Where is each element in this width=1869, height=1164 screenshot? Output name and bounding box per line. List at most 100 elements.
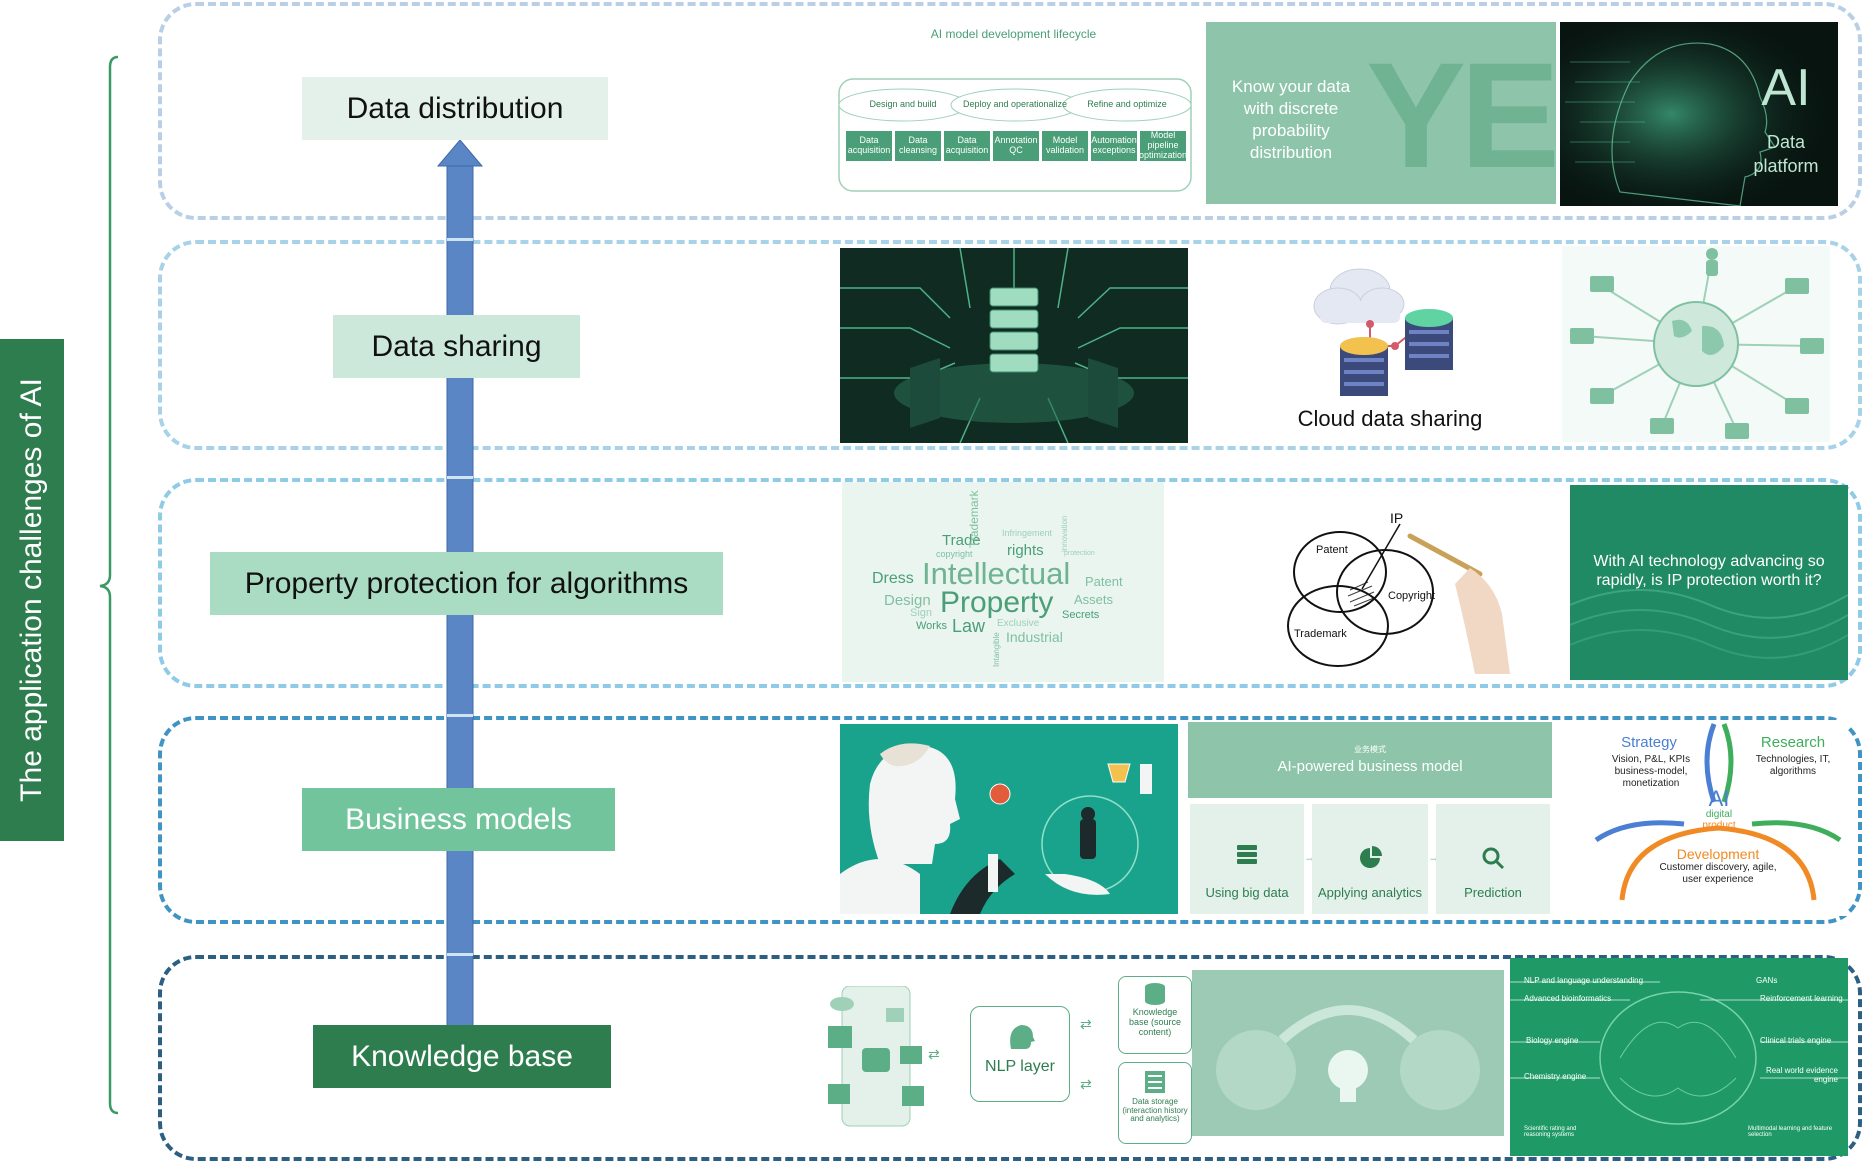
wordcloud-word: Works: [916, 620, 947, 632]
wordcloud-word: Intangible: [992, 632, 1001, 667]
curly-bracket: [99, 55, 119, 1115]
bulb-panel: [1192, 970, 1504, 1136]
venn-copyright: Copyright: [1388, 590, 1436, 602]
yes-panel-text: Know your data with discrete probability…: [1231, 77, 1351, 162]
wordcloud-word: Trademark: [967, 490, 981, 548]
ip-question-text: With AI technology advancing so rapidly,…: [1593, 553, 1825, 589]
ai-platform-big: AI: [1761, 59, 1811, 117]
robot-panel: [840, 724, 1178, 914]
row-frame-data-distribution: [158, 2, 1862, 220]
lifecycle-panel: AI model development lifecycle Design an…: [825, 15, 1202, 210]
strategy-title: Strategy: [1621, 734, 1677, 751]
lifecycle-loop: [838, 78, 1192, 192]
wordcloud-word: Assets: [1074, 592, 1114, 607]
venn-ip: IP: [1390, 510, 1404, 526]
wordcloud-word: Secrets: [1062, 609, 1100, 621]
pie-chart-icon: [1358, 846, 1382, 873]
cloud-server-icon: [1313, 268, 1453, 396]
strategy-text: Vision, P&L, KPIs business-model, moneti…: [1611, 754, 1691, 789]
category-business-models: Business models: [302, 788, 615, 851]
venn-panel: IP Patent Copyright Trademark: [1280, 504, 1510, 674]
wordcloud-panel: Trade copyright rights Trademark Infring…: [842, 482, 1164, 682]
research-title: Research: [1760, 734, 1826, 751]
venn-trademark: Trademark: [1294, 628, 1347, 640]
brain-label-biology: Biology engine: [1526, 1036, 1579, 1045]
side-label: The application challenges of AI: [0, 339, 64, 841]
magnifier-icon: [1481, 846, 1505, 873]
database-icon: [1235, 842, 1259, 873]
wordcloud-word: Law: [952, 616, 986, 636]
brain-icon: [1510, 981, 1848, 1125]
lifecycle-box: Data cleansing: [895, 131, 941, 161]
ai-head-icon: [1560, 22, 1838, 206]
server-circuit-icon: [840, 248, 1188, 443]
lifecycle-box: Automation exceptions: [1091, 131, 1137, 161]
arrow-left-right-icon: ⇄: [1080, 1076, 1092, 1092]
lifecycle-box: Model validation: [1042, 131, 1088, 161]
step-applying-analytics: Applying analytics: [1312, 804, 1428, 914]
brain-label-bioinformatics: Advanced bioinformatics: [1524, 994, 1612, 1003]
step-prediction: Prediction: [1436, 804, 1550, 914]
row-frame-property-protection: [158, 478, 1862, 688]
business-model-panel: 业务模式 AI-powered business model Using big…: [1188, 722, 1552, 916]
robot-scientist-icon: [840, 743, 1152, 914]
wordcloud-word: Dress: [872, 570, 914, 587]
brain-label-gans: GANs: [1756, 976, 1778, 985]
digital-product-arcs: [1594, 723, 1842, 901]
server-icon: [1119, 1069, 1191, 1098]
arrow-left-right-icon: ⇄: [1080, 1016, 1092, 1032]
lifecycle-stage-2: Deploy and operationalize: [962, 99, 1068, 109]
database-icon: [1119, 983, 1191, 1008]
category-data-sharing: Data sharing: [333, 315, 580, 378]
research-text: Technologies, IT, algorithms: [1755, 754, 1831, 777]
lifecycle-stage-1: Design and build: [869, 99, 937, 109]
wordcloud-word: Infringement: [1002, 528, 1053, 538]
business-model-title: AI-powered business model: [1277, 758, 1463, 775]
lifecycle-box: Model pipeline optimization: [1139, 130, 1188, 161]
ai-platform-panel: AI Data platform: [1560, 22, 1838, 206]
brain-label-realworld: Real world evidence engine: [1765, 1066, 1838, 1084]
arrow-left-right-icon: ⇄: [928, 1046, 940, 1062]
step-label: Applying analytics: [1317, 885, 1423, 900]
wordcloud-word: Design: [884, 592, 931, 609]
step-label: Using big data: [1205, 885, 1289, 900]
wordcloud-word: copyright: [936, 549, 973, 559]
business-model-header: 业务模式 AI-powered business model: [1188, 722, 1552, 798]
brain-label-clinical: Clinical trials engine: [1760, 1036, 1832, 1045]
cloud-sharing-panel: Cloud data sharing: [1260, 248, 1520, 443]
yes-panel: YES Know your data with discrete probabi…: [1206, 22, 1556, 204]
center-line2: product: [1702, 820, 1736, 831]
venn-patent: Patent: [1316, 544, 1348, 556]
step-label: Prediction: [1464, 885, 1522, 900]
step-using-big-data: Using big data: [1190, 804, 1304, 914]
center-line1: digital: [1705, 809, 1733, 820]
lifecycle-box: Annotation QC: [993, 131, 1039, 161]
wordcloud-word: Trade: [942, 532, 981, 549]
row-frame-knowledge-base: [158, 955, 1862, 1161]
wordcloud-word: rights: [1007, 542, 1044, 559]
head-gear-icon: [971, 1019, 1069, 1056]
brain-label-chemistry: Chemistry engine: [1524, 1072, 1587, 1081]
wordcloud-word: innovation: [1060, 515, 1069, 552]
knowledge-base-label: Knowledge base (source content): [1128, 1006, 1182, 1037]
nlp-layer-label: NLP layer: [985, 1057, 1055, 1075]
wordcloud-word: Patent: [1085, 574, 1123, 589]
center-ai: AI: [1708, 786, 1730, 811]
globe-panel: [1562, 246, 1830, 442]
nlp-layer-box: NLP layer: [970, 1006, 1070, 1102]
venn-diagram-icon: [1287, 523, 1510, 674]
wordcloud-big-1: Intellectual: [922, 556, 1071, 591]
phone-apps-icon: [828, 986, 924, 1127]
data-storage-label: Data storage (interaction history and an…: [1122, 1096, 1188, 1124]
nlp-diagram-panel: ⇄ NLP layer ⇄ ⇄ Knowledge base (source c…: [822, 966, 1192, 1144]
ai-platform-sub: Data platform: [1753, 132, 1819, 176]
wordcloud-word: Industrial: [1006, 629, 1063, 645]
lifecycle-box: Data acquisition: [944, 131, 990, 161]
row-frame-business-models: [158, 716, 1862, 924]
circuit-panel: [840, 248, 1188, 443]
development-text: Customer discovery, agile, user experien…: [1659, 862, 1777, 885]
brain-label-reinforcement: Reinforcement learning: [1760, 994, 1843, 1003]
yes-big-word: YES: [1366, 31, 1556, 199]
ip-question-panel: With AI technology advancing so rapidly,…: [1570, 485, 1848, 680]
category-data-distribution: Data distribution: [302, 77, 608, 140]
